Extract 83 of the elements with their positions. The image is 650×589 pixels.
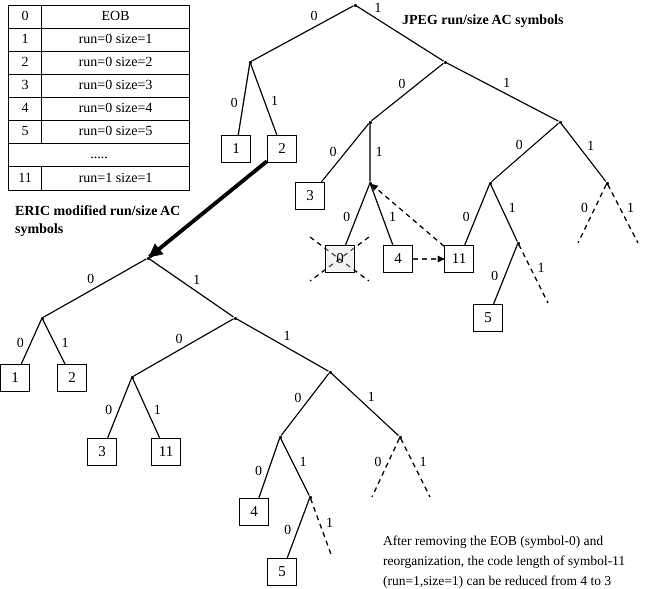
tree-branch: [491, 122, 559, 182]
tree-branch: [42, 319, 66, 364]
tree-title: JPEG run/size AC symbols: [402, 12, 564, 30]
tree-branch: [20, 319, 42, 364]
tree-branch: [149, 258, 234, 318]
branch-point: [278, 436, 282, 438]
branch-point: [40, 316, 44, 320]
tree-branch: [490, 184, 518, 242]
tree-branch: [493, 244, 518, 304]
table-cell: run=0 size=3: [42, 75, 189, 98]
tree-branch: [107, 378, 132, 438]
dashed-branch: [400, 438, 431, 498]
symbol-box: 11: [444, 245, 474, 273]
branch-point: [368, 120, 372, 124]
branch-point: [354, 4, 356, 6]
tree-branch: [320, 123, 370, 182]
tree-branch: [133, 318, 234, 377]
tree-branch: [238, 63, 250, 136]
symbol-box: 3: [87, 438, 117, 466]
symbol-box: 1: [221, 135, 251, 163]
tree-branch: [286, 498, 310, 558]
tree-branch: [370, 184, 394, 246]
table-cell: EOB: [42, 6, 189, 29]
tree-branch: [132, 378, 160, 438]
symbol-box: 2: [267, 135, 297, 163]
branch-point: [606, 182, 608, 184]
symbol-box: 2: [57, 364, 87, 392]
dashed-branch: [518, 244, 549, 304]
table-cell: run=0 size=1: [42, 29, 189, 52]
tree-branch: [250, 63, 278, 136]
branch-point: [444, 60, 446, 64]
tree-title: ERIC modified run/size AC symbols: [15, 203, 182, 239]
symbol-box: 1: [0, 364, 30, 392]
branch-point: [328, 370, 332, 374]
branch-point: [516, 242, 520, 244]
branch-point: [130, 376, 134, 378]
tree-branch: [371, 62, 444, 122]
branch-point: [368, 182, 372, 184]
tree-branch: [464, 184, 490, 246]
symbol-box: 5: [473, 304, 503, 332]
tree-branch: [356, 5, 444, 62]
symbol-box: 4: [383, 245, 413, 273]
note-text: After removing the EOB (symbol-0) and reorganization, the code length of symbol-11 (run=1,size=1) can be reduced from 4 to 3: [383, 532, 626, 589]
tree-branch: [236, 318, 329, 372]
branch-point: [488, 182, 492, 184]
symbol-box: 4: [239, 498, 269, 526]
tree-branch: [251, 5, 354, 62]
dashed-branch: [607, 184, 639, 244]
branch-point: [146, 256, 150, 260]
tree-branch: [43, 258, 147, 318]
dashed-branch: [371, 438, 400, 498]
table-cell: 5: [9, 121, 42, 144]
table-cell: .....: [9, 144, 189, 167]
dashed-arrow: [370, 184, 444, 247]
branch-point: [398, 436, 402, 438]
table-cell: run=0 size=2: [42, 52, 189, 75]
tree-branch: [280, 373, 330, 436]
tree-branch: [344, 184, 370, 246]
table-cell: 0: [9, 6, 42, 29]
branch-point: [308, 496, 312, 498]
symbol-box: 5: [267, 558, 297, 586]
thick-arrow: [148, 160, 268, 258]
tree-branch: [331, 372, 399, 436]
table-cell: 11: [9, 167, 42, 190]
branch-point: [234, 316, 236, 320]
tree-branch: [446, 62, 559, 122]
table-cell: run=0 size=5: [42, 121, 189, 144]
tree-branch: [280, 438, 310, 496]
table-cell: run=0 size=4: [42, 98, 189, 121]
table-cell: 2: [9, 52, 42, 75]
branch-point: [248, 60, 252, 64]
table-cell: 4: [9, 98, 42, 121]
table-cell: 1: [9, 29, 42, 52]
branch-point: [558, 120, 562, 124]
tree-branch: [258, 438, 280, 498]
table-cell: 3: [9, 75, 42, 98]
dashed-branch: [577, 184, 607, 244]
symbol-box: 3: [295, 182, 325, 210]
table-cell-text: run=1 size=1: [78, 170, 154, 188]
symbol-box: 11: [151, 438, 181, 466]
dashed-arrow: [413, 256, 445, 262]
tree-branch: [369, 124, 371, 182]
tree-branch: [560, 123, 606, 182]
